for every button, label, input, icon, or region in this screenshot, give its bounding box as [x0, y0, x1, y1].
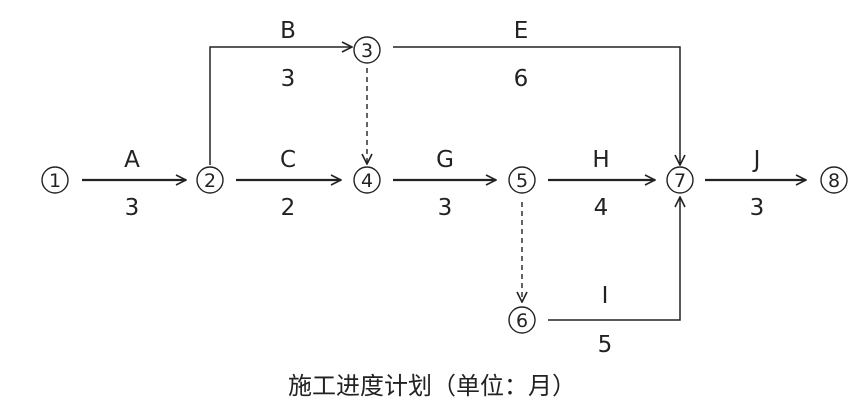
node-4: 4 [353, 166, 381, 194]
activity-j-duration: 3 [750, 195, 765, 221]
node-5: 5 [508, 166, 536, 194]
node-2: 2 [196, 166, 224, 194]
node-7: 7 [666, 166, 694, 194]
svg-text:5: 5 [516, 170, 528, 192]
activity-b-duration: 3 [281, 66, 296, 92]
svg-text:6: 6 [516, 310, 528, 332]
activity-e-duration: 6 [514, 66, 529, 92]
activity-h-name: H [592, 147, 609, 173]
node-6: 6 [508, 306, 536, 334]
node-8: 8 [820, 166, 848, 194]
svg-text:3: 3 [361, 40, 373, 62]
svg-text:2: 2 [204, 170, 216, 192]
diagram-caption: 施工进度计划（单位：月） [288, 372, 576, 400]
activity-g-duration: 3 [438, 195, 453, 221]
svg-text:7: 7 [674, 170, 686, 192]
activity-i-name: I [602, 283, 609, 309]
arrow-b [209, 47, 352, 165]
arrow-i [548, 197, 680, 321]
activity-e-name: E [514, 18, 529, 44]
activity-j-name: J [752, 147, 761, 173]
activity-h-duration: 4 [594, 195, 609, 221]
activity-a-duration: 3 [125, 195, 140, 221]
svg-text:4: 4 [361, 170, 373, 192]
node-1: 1 [41, 166, 69, 194]
activity-g-name: G [436, 147, 454, 173]
activity-a-name: A [124, 147, 140, 173]
svg-text:8: 8 [828, 170, 840, 192]
arrow-e [393, 46, 680, 165]
node-3: 3 [353, 36, 381, 64]
activity-c-duration: 2 [281, 195, 296, 221]
activity-b-name: B [280, 18, 296, 44]
svg-text:1: 1 [49, 170, 61, 192]
activity-c-name: C [280, 147, 296, 173]
activity-i-duration: 5 [598, 332, 613, 358]
